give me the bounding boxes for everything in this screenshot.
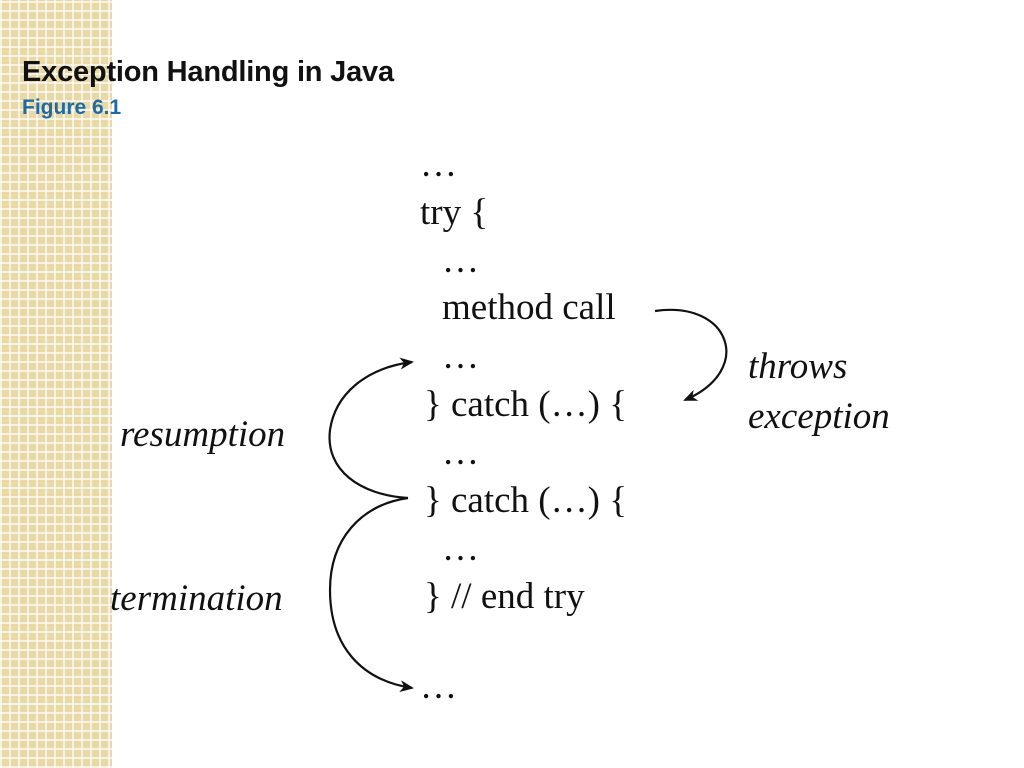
code-line-ellipsis-after-try: … <box>420 666 457 707</box>
slide-title: Exception Handling in Java <box>22 56 394 88</box>
exception-label: exception <box>748 396 890 437</box>
decorative-side-pattern <box>0 0 115 768</box>
resumption-arrow <box>328 357 414 500</box>
termination-label: termination <box>110 578 283 619</box>
figure-caption: Figure 6.1 <box>22 96 122 119</box>
code-line-ellipsis-after-call: … <box>442 336 479 377</box>
slide-panel <box>112 0 1024 768</box>
code-line-first-catch: } catch (…) { <box>424 384 627 425</box>
code-line-ellipsis-second-handler: … <box>442 528 479 569</box>
code-line-try: try { <box>420 192 489 233</box>
code-line-ellipsis-before-call: … <box>442 240 479 281</box>
throws-label: throws <box>748 346 848 387</box>
code-line-method-call: method call <box>442 287 616 328</box>
resumption-label: resumption <box>120 414 286 455</box>
code-line-end-try: } // end try <box>424 576 585 617</box>
code-line-second-catch: } catch (…) { <box>424 480 627 521</box>
code-line-ellipsis-top: … <box>420 144 457 185</box>
code-line-ellipsis-first-handler: … <box>442 432 479 473</box>
throws-arrow <box>654 308 728 402</box>
termination-arrow <box>328 496 414 693</box>
